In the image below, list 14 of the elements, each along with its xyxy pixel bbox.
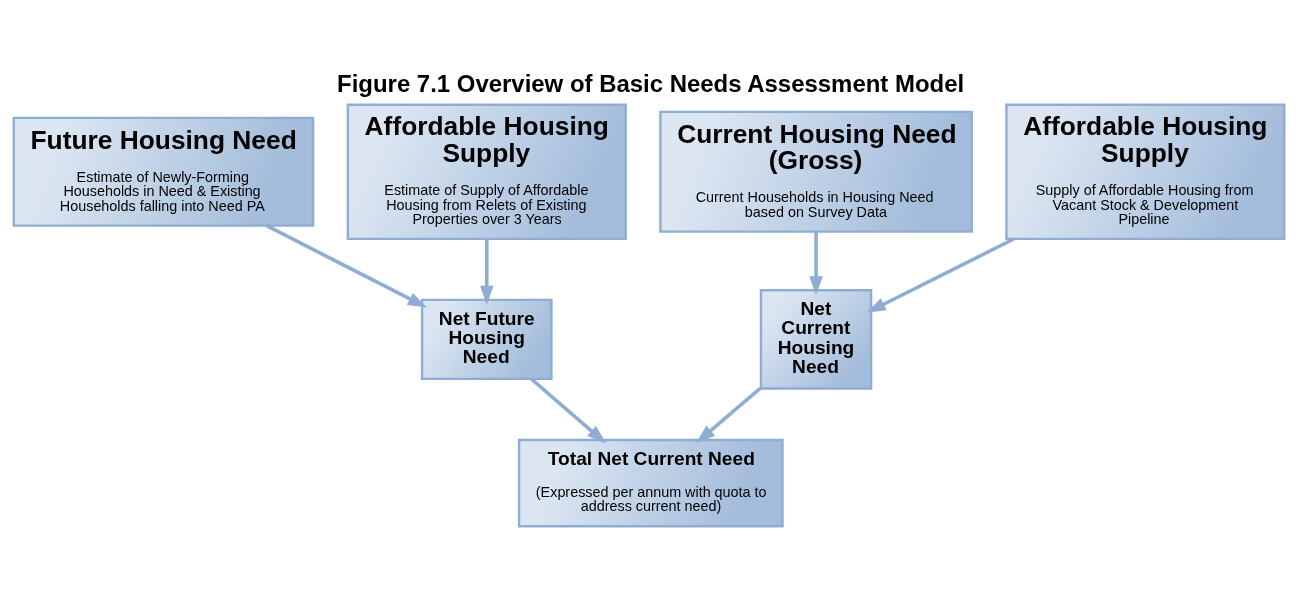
arrow <box>696 386 762 443</box>
node-box: Total Net Current Need (Expressed per annum with quota to address current need) <box>517 438 784 527</box>
node-box: Net Future Housing Need <box>420 298 553 380</box>
arrow <box>809 231 823 295</box>
node-box: Future Housing Need Estimate of Newly-Forming Households in Need & Existing Households falling into Need PA <box>12 116 315 227</box>
node-box: Net Current Housing Need <box>759 288 873 390</box>
arrow <box>866 236 1015 313</box>
node-box: Affordable Housing Supply Estimate of Supply of Affordable Housing from Relets of Existing Properties over 3 Years <box>346 103 627 240</box>
node-box: Affordable Housing Supply Supply of Affordable Housing from Vacant Stock & Development Pipeline <box>1005 103 1286 240</box>
arrow <box>265 223 427 308</box>
diagram-title: Figure 7.1 Overview of Basic Needs Assessment Model <box>337 69 965 97</box>
arrow <box>530 377 607 443</box>
arrow <box>480 238 494 305</box>
node-box: Current Housing Need (Gross) Current Households in Housing Need based on Survey Data <box>659 110 973 233</box>
